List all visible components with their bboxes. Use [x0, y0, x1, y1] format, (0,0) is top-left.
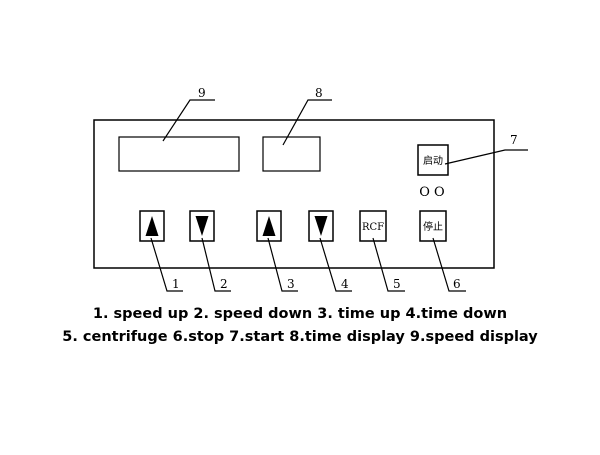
time-up-button[interactable]: [256, 210, 282, 242]
rcf-button[interactable]: RCF: [359, 210, 387, 242]
indicator-lights: O O: [419, 185, 444, 200]
callout-4: 4: [341, 277, 349, 291]
start-button[interactable]: 启动: [417, 144, 449, 176]
leader-9: [162, 99, 215, 142]
leader-4: [319, 237, 352, 292]
callout-8: 8: [315, 86, 323, 100]
callout-7: 7: [510, 133, 518, 147]
leader-5: [372, 237, 405, 292]
speed-up-button[interactable]: [139, 210, 165, 242]
leader-2: [201, 237, 231, 292]
leader-6: [432, 237, 466, 292]
leader-lines: [150, 99, 528, 292]
legend-line-2: 5. centrifuge 6.stop 7.start 8.time disp…: [62, 329, 538, 345]
callout-2: 2: [220, 277, 228, 291]
leader-7: [444, 149, 528, 165]
up-arrow-icon: [145, 216, 159, 236]
callout-6: 6: [453, 277, 461, 291]
rcf-label: RCF: [362, 222, 384, 233]
speed-down-button[interactable]: [189, 210, 215, 242]
leader-8: [282, 99, 332, 146]
time-display: [262, 136, 321, 172]
speed-display: [118, 136, 240, 172]
callout-1: 1: [172, 277, 180, 291]
leader-1: [150, 237, 183, 292]
callout-3: 3: [287, 277, 295, 291]
time-down-button[interactable]: [308, 210, 334, 242]
down-arrow-icon: [314, 216, 328, 236]
up-arrow-icon: [262, 216, 276, 236]
stop-label: 停止: [423, 220, 443, 233]
control-panel-outline: [93, 119, 495, 269]
callout-9: 9: [198, 86, 206, 100]
stop-button[interactable]: 停止: [419, 210, 447, 242]
down-arrow-icon: [195, 216, 209, 236]
start-label: 启动: [423, 154, 443, 167]
leader-3: [267, 237, 298, 292]
callout-5: 5: [393, 277, 401, 291]
legend-line-1: 1. speed up 2. speed down 3. time up 4.t…: [92, 306, 508, 322]
